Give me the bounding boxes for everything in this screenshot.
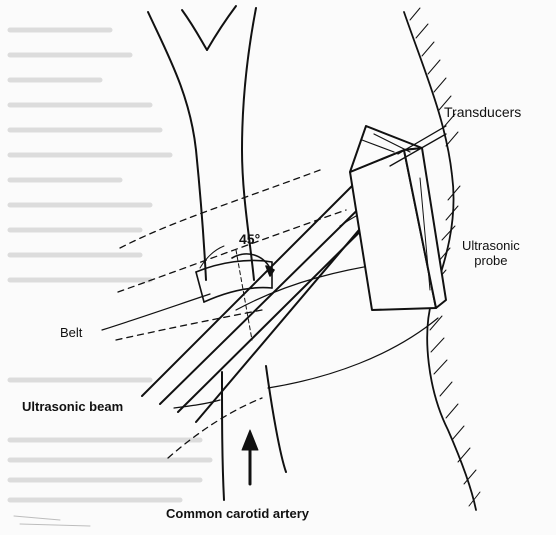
artery-outline <box>148 6 286 500</box>
transducers-label: Transducers <box>444 104 521 120</box>
ultrasonic-beam-label: Ultrasonic beam <box>22 400 123 415</box>
ultrasonic-probe-label-line1: Ultrasonic <box>462 239 520 254</box>
belt-leader-line <box>102 294 210 330</box>
background-text-texture <box>10 30 210 500</box>
belt-band <box>196 246 272 302</box>
belt-label: Belt <box>60 326 82 341</box>
ultrasonic-probe-label-line2: probe <box>462 254 520 269</box>
scan-noise <box>14 516 90 526</box>
beam-leader-line <box>174 400 220 408</box>
angle-label: 45° <box>239 231 260 247</box>
flow-direction-arrow <box>242 430 258 484</box>
ultrasonic-probe-label: Ultrasonic probe <box>462 239 520 269</box>
common-carotid-artery-label: Common carotid artery <box>166 507 309 522</box>
